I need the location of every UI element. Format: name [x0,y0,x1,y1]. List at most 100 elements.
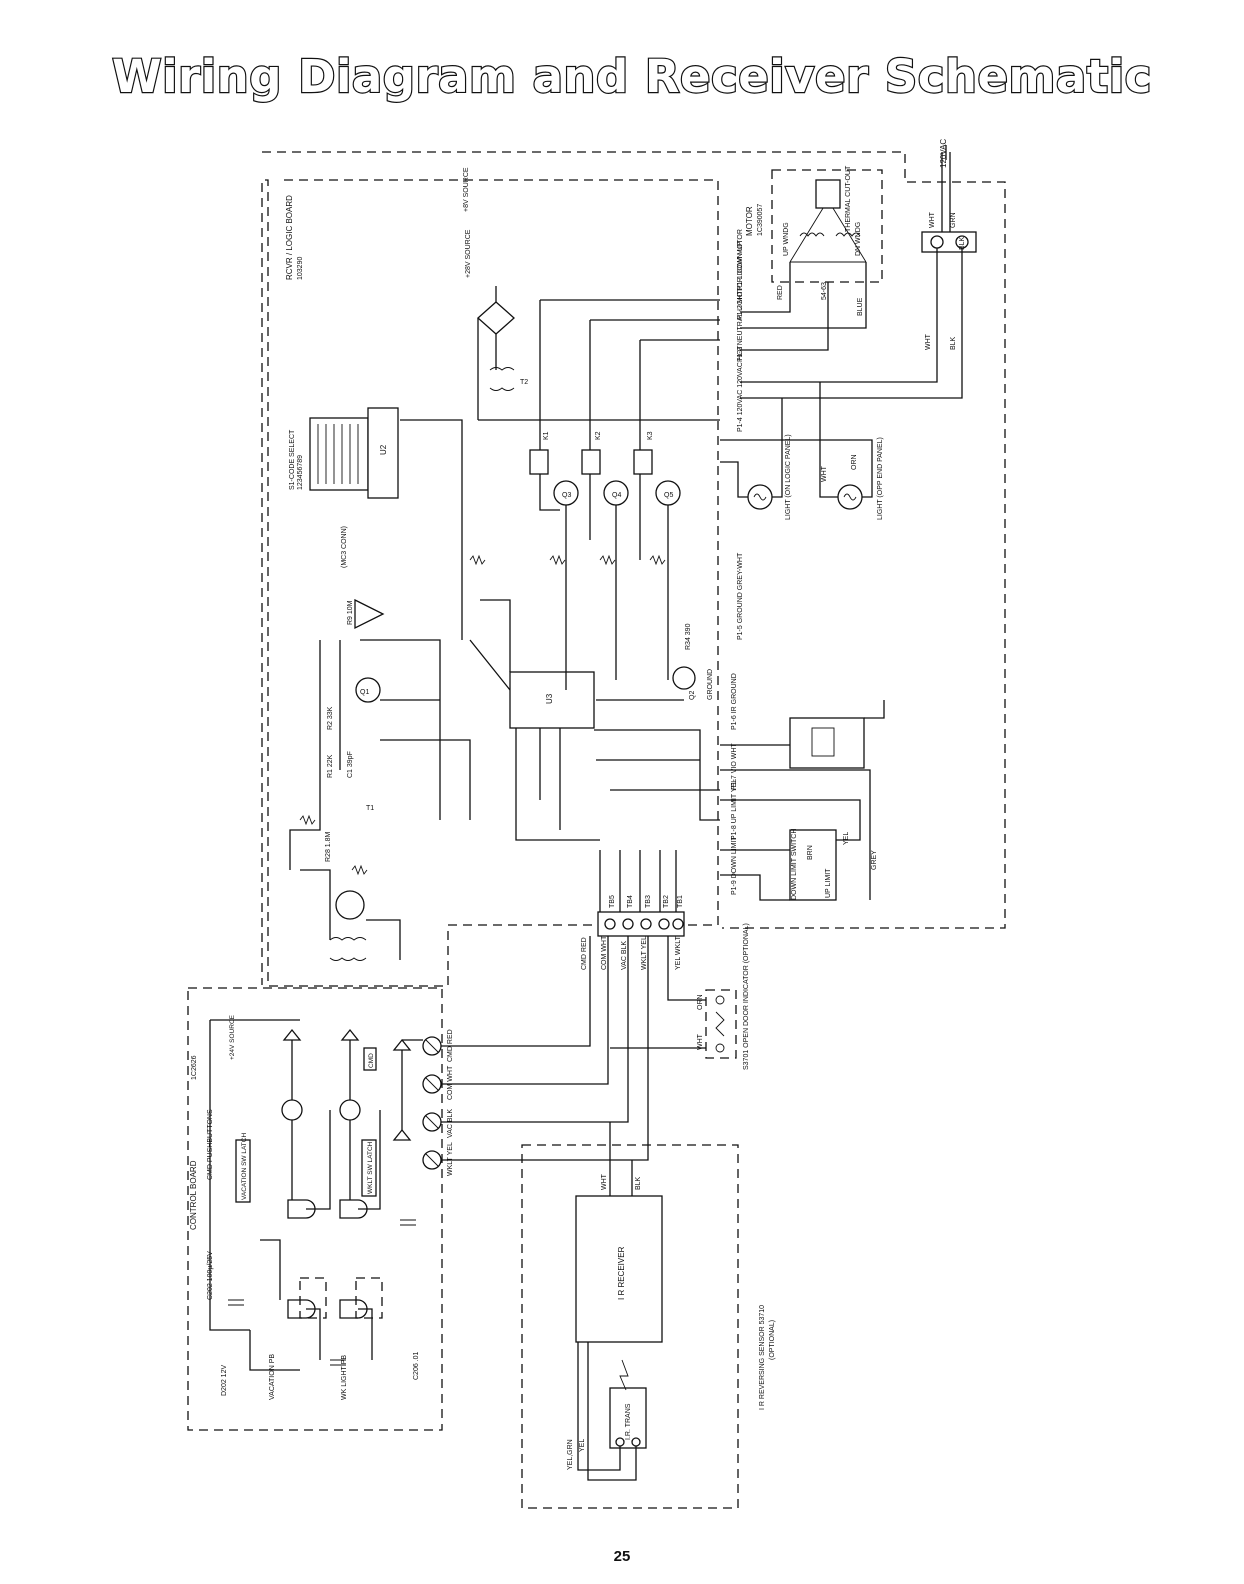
ctrl-wire-com: COM WHT [447,1065,454,1100]
pin-label: P1-4 120VAC 120VAC HOT [737,345,744,432]
rcvr-board-boundary [261,179,719,987]
relay-k2: K2 [595,431,602,440]
t1-label: T1 [366,805,374,812]
ir-wht: WHT [601,1173,608,1190]
u2-label: U2 [379,444,388,455]
light-logic-label: LIGHT (ON LOGIC PANEL) [785,434,792,520]
tb1-label: TB1 [677,895,684,908]
pin-label: P1-8 UP LIMIT YEL [731,779,738,840]
thermal-cutout: THERMAL CUT-OUT [845,165,852,232]
up-winding: UP WNDG [783,222,790,256]
light-opp-label: LIGHT (OPP END PANEL) [877,437,884,520]
svg-text:BLK: BLK [950,336,957,350]
limit-grey: GREY [871,850,878,870]
door-orn: ORN [697,994,704,1010]
tb-wire-vac: VAC BLK [621,941,628,970]
wk-light-pb: WK LIGHT PB [341,1355,348,1400]
tb4-label: TB4 [627,895,634,908]
code-select-digits: 123456789 [297,455,304,490]
source-24v: +24V SOURCE [229,1014,236,1060]
motor-cap: 54-63 [821,282,828,300]
source-28v: +28V SOURCE [465,229,472,278]
motor-part: 1C390057 [757,204,764,236]
ground-label: GROUND [707,669,714,700]
power-wht: WHT [929,211,936,228]
dn-winding: DN WNDG [855,222,862,256]
motor-red: RED [777,285,784,300]
power-input: 120VAC WHT GRN BLK WHT BLK [740,139,977,399]
relay-k1: K1 [543,431,550,440]
limit-yel: YEL [843,832,850,845]
c1-value: C1 39pF [347,751,354,778]
pin-label: P1-5 GROUND GREY-WHT [737,552,744,640]
ir-sensor-boundary [521,1144,739,1509]
source-8v: +8V SOURCE [463,167,470,212]
pin-label: P1-7 VIO WHT [731,743,738,790]
c202: C202 100µ/25V [207,1251,214,1300]
svg-text:WHT: WHT [925,333,932,350]
ir-sensor-optional: (OPTIONAL) [769,1320,776,1360]
tb-wire-wkl: WKLT YEL [641,936,648,970]
u1-label: (MC3 CONN) [341,526,348,568]
power-blk: BLK [959,236,966,250]
ir-yel-grn: YEL,GRN [567,1439,574,1470]
pin-label: P1-3 NEUTRAL LIGHT [737,290,744,362]
tb5-label: TB5 [609,895,616,908]
u3-label: U3 [545,693,554,704]
rcvr-board: RCVR / LOGIC BOARD 103290 S1-CODE SELECT… [285,167,720,970]
ir-trans-label: I.R. TRANS [625,1403,632,1440]
vacation-pb: VACATION PB [269,1354,276,1400]
lights: LIGHT (ON LOGIC PANEL) LIGHT (OPP END PA… [720,382,884,520]
page-title: Wiring Diagram and Receiver Schematic [111,49,1153,104]
vacation-latch: VACATION SW LATCH [241,1133,248,1200]
tb-wire-com: COM WHT [601,935,608,970]
motor-blue: BLUE [857,297,864,316]
power-grn: GRN [950,212,957,228]
r28-value: R28 1.8M [325,831,332,862]
ir-sensor-label: I R REVERSING SENSOR 53710 [759,1305,766,1410]
q4-label: Q4 [612,492,621,499]
q2-label: Q2 [689,691,696,700]
tb3-label: TB3 [645,895,652,908]
ctrl-wire-wkl: WKLT YEL [447,1142,454,1176]
ir-blk: BLK [635,1176,642,1190]
r2-value: R2 33K [327,706,334,730]
rcvr-board-part: 103290 [297,257,304,280]
t2-label: T2 [520,379,528,386]
page-number: 25 [613,1548,631,1565]
pin-label: P1-1 COM MOTOR [737,229,744,290]
motor: MOTOR 1C390057 UP WNDG DN WNDG THERMAL C… [740,165,867,351]
component-values: R1 22K R2 33K C1 39pF R9 10M R28 1.8M R3… [325,600,692,862]
down-limit-label: DOWN LIMIT SWITCH [791,829,798,900]
limit-brn: BRN [807,845,814,860]
tb2-label: TB2 [663,895,670,908]
control-board-boundary [187,987,443,1431]
limit-switches: DOWN LIMIT SWITCH UP LIMIT BRN YEL GREY [720,700,885,901]
rcvr-board-label: RCVR / LOGIC BOARD [285,195,294,280]
tb-wire-cmd: CMD RED [581,937,588,970]
control-board-part: 1C2626 [191,1055,198,1080]
q1-label: Q1 [360,689,369,696]
r1-value: R1 22K [327,754,334,778]
p1-pin-labels: P1-4 120VAC 120VAC HOT P1-3 NEUTRAL LIGH… [731,229,744,895]
door-wht: WHT [697,1033,704,1050]
control-board-label: CONTROL BOARD [189,1160,198,1230]
code-select-label: S1-CODE SELECT [289,429,296,490]
ir-receiver-label: I R RECEIVER [617,1246,626,1300]
r34-value: R34 390 [685,623,692,650]
door-indicator: S3701 OPEN DOOR INDICATOR (OPTIONAL) ORN… [610,923,750,1070]
q3-label: Q3 [562,492,571,499]
motor-label: MOTOR [745,206,754,236]
q5-label: Q5 [664,492,673,499]
c206: C206 .01 [413,1351,420,1380]
zener-d202: D202 12V [221,1365,228,1396]
ctrl-wire-vac: VAC BLK [447,1109,454,1138]
outer-enclosure-boundary [262,151,1006,929]
tb-wire-obs: YEL WKLT [675,935,682,970]
pin-label: P1-6 IR GROUND [731,673,738,730]
light-wht: WHT [821,465,828,482]
ir-sensor: I R RECEIVER I.R. TRANS WHT BLK YEL,GRN … [567,1122,776,1481]
pin-label: P1-2 MOTOR DOWN UP [737,241,744,320]
cmd-label: CMD [368,1053,375,1068]
